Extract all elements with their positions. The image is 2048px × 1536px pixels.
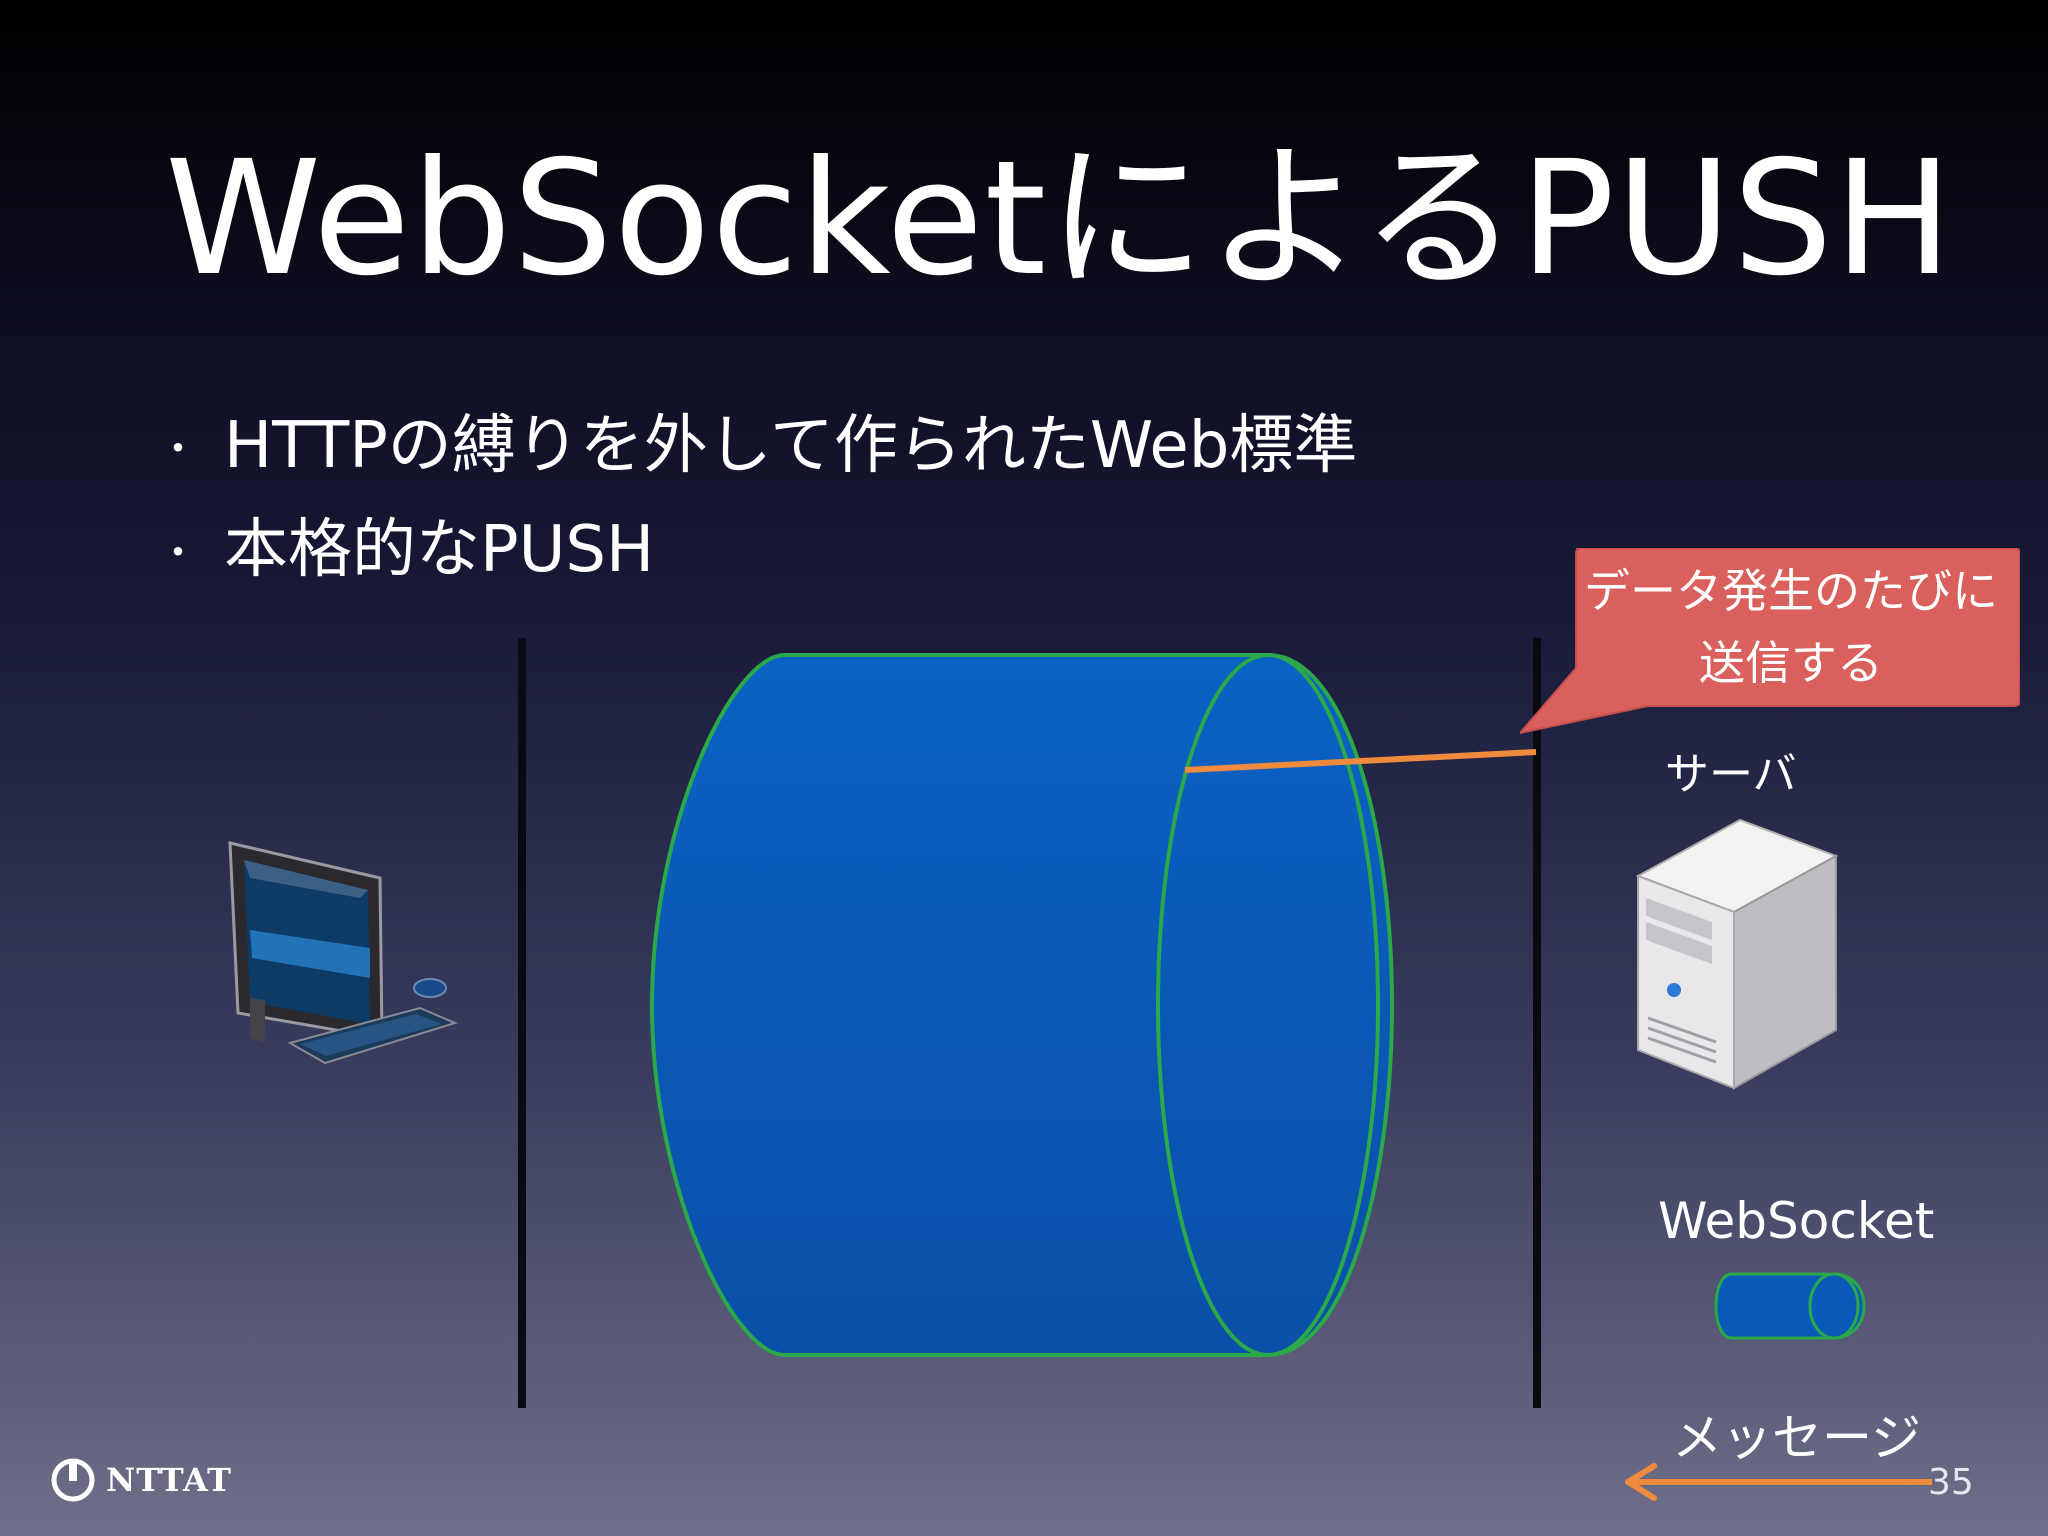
message-line — [1184, 749, 1537, 773]
bullet-item: ・HTTPの縛りを外して作られたWeb標準 — [158, 414, 1357, 478]
ntt-logo-icon — [51, 1458, 95, 1502]
websocket-tube-diagram — [649, 653, 1395, 1357]
server-icon — [1636, 818, 1839, 1090]
bullet-item: ・本格的なPUSH — [158, 518, 654, 582]
company-logo: NTTAT — [50, 1457, 232, 1503]
bullet-marker: ・ — [158, 530, 198, 577]
bullet-marker: ・ — [158, 426, 198, 473]
callout-line-2: 送信する — [1699, 636, 1883, 690]
legend-message-label: メッセージ — [1672, 1409, 1921, 1467]
client-boundary-line — [518, 638, 526, 1408]
legend-websocket-tube-icon — [1714, 1272, 1866, 1340]
logo-text: NTTAT — [106, 1461, 232, 1499]
legend-message-arrow-icon — [1625, 1463, 1932, 1501]
computer-icon — [228, 841, 458, 1065]
bullet-text: HTTPの縛りを外して作られたWeb標準 — [224, 409, 1358, 483]
callout-text: データ発生のたびに 送信する — [1568, 548, 2014, 706]
callout-line-1: データ発生のたびに — [1584, 564, 1998, 618]
bullet-text: 本格的なPUSH — [224, 513, 655, 587]
legend-websocket-label: WebSocket — [1658, 1192, 1935, 1250]
page-number: 35 — [1928, 1462, 1974, 1503]
websocket-tube-end — [1156, 653, 1380, 1357]
callout-shape — [1520, 548, 2020, 735]
server-boundary-line — [1533, 638, 1541, 1408]
slide-title: WebSocketによるPUSH — [165, 127, 1954, 311]
server-label: サーバ — [1665, 749, 1797, 800]
